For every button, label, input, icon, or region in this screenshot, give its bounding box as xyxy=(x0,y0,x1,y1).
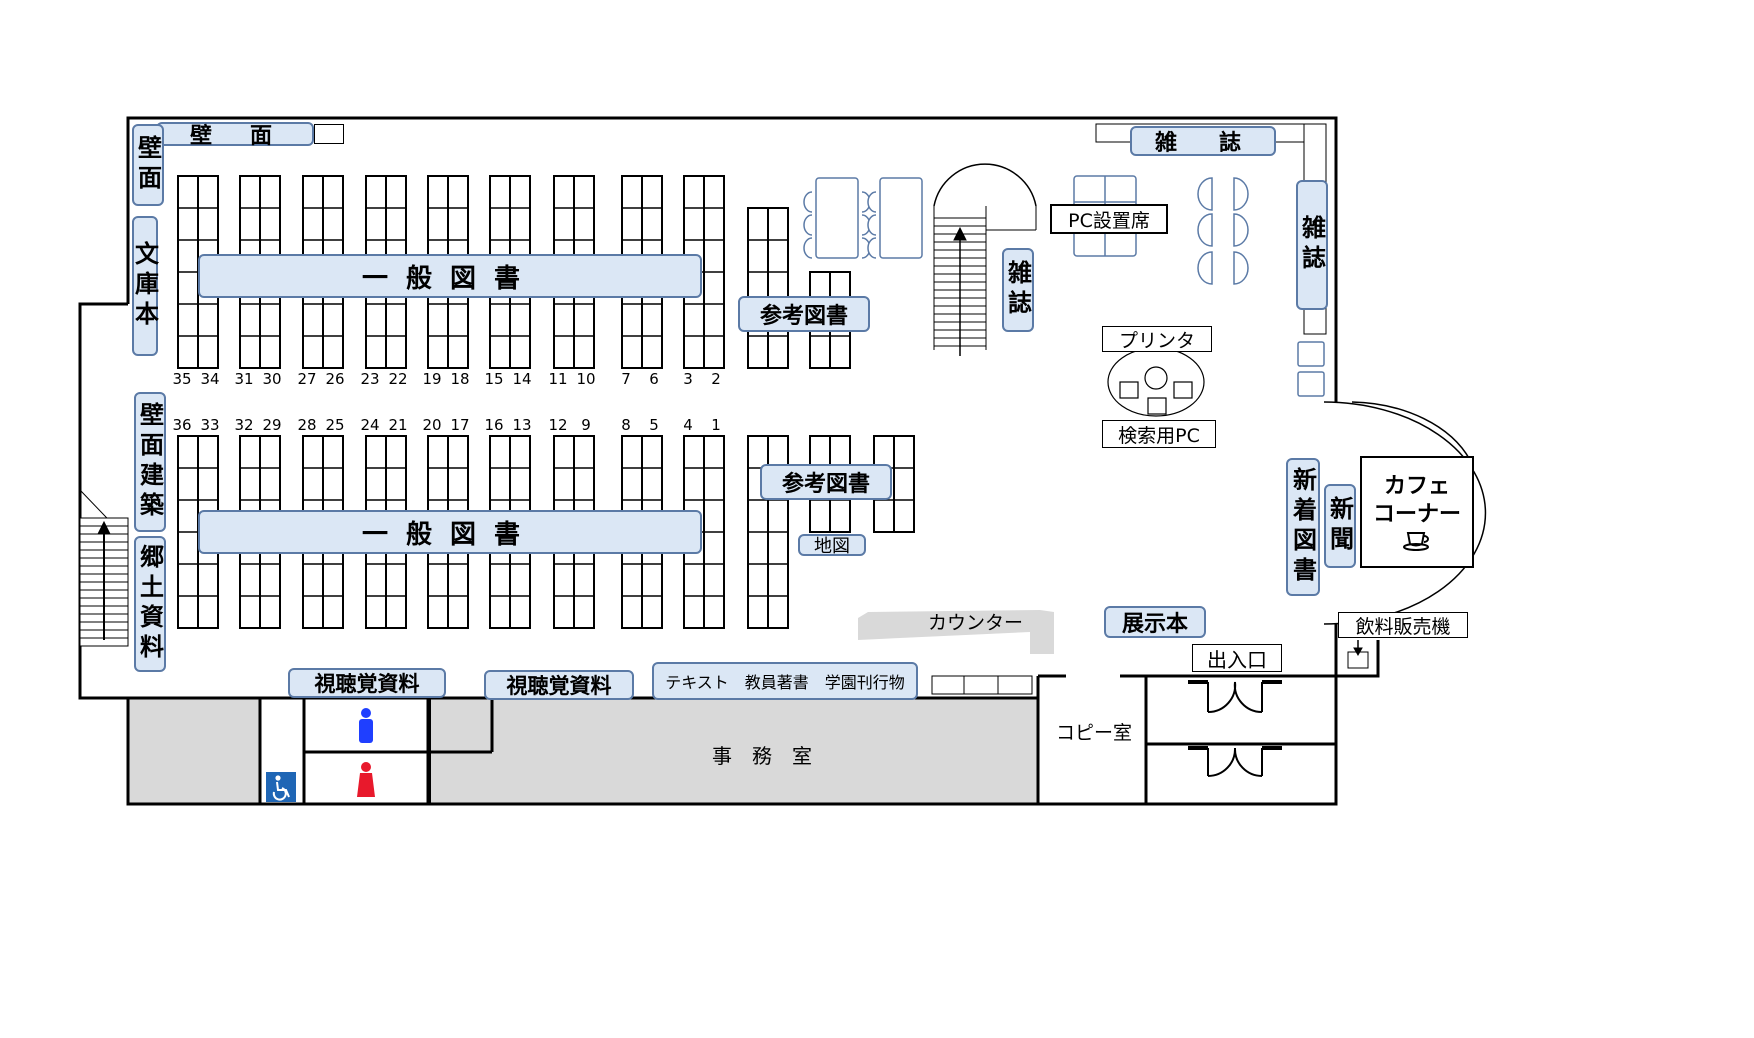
printer-label: プリンタ xyxy=(1102,326,1212,352)
left-staircase xyxy=(79,489,129,647)
office-label: 事 務 室 xyxy=(712,744,812,768)
shelf-number: 7 xyxy=(621,370,631,388)
counter xyxy=(858,610,1054,654)
accessible-toilet-icon xyxy=(266,772,296,802)
textbooks-label: テキスト 教員著書 学園刊行物 xyxy=(652,662,918,700)
shelf-number: 6 xyxy=(649,370,659,388)
av-materials-2-label: 視聴覚資料 xyxy=(484,670,634,700)
search-pc-label: 検索用PC xyxy=(1102,420,1216,448)
shelf-number: 13 xyxy=(512,416,532,434)
male-toilet-icon xyxy=(359,708,373,743)
wall-top-shelf xyxy=(314,124,344,144)
printer-area xyxy=(1107,347,1205,417)
cafe-corner: カフェ コーナー xyxy=(1360,456,1474,568)
small-racks xyxy=(931,640,1369,695)
shelf-number: 17 xyxy=(450,416,470,434)
shelf-number: 16 xyxy=(484,416,504,434)
shelf-number: 23 xyxy=(360,370,380,388)
shelf-number: 5 xyxy=(649,416,659,434)
newspapers-label: 新聞 xyxy=(1324,484,1356,568)
shelf-number: 19 xyxy=(422,370,442,388)
shelf-number: 35 xyxy=(172,370,192,388)
cafe-line-2: コーナー xyxy=(1372,502,1461,527)
shelf-number: 21 xyxy=(388,416,408,434)
magazine-stairs-label: 雑誌 xyxy=(1002,248,1034,332)
shelf-number: 1 xyxy=(711,416,721,434)
magazine-right-label: 雑誌 xyxy=(1296,180,1328,310)
shelf-number: 3 xyxy=(683,370,693,388)
shelf-number: 9 xyxy=(581,416,591,434)
shelf-number: 29 xyxy=(262,416,282,434)
shelf-number: 15 xyxy=(484,370,504,388)
shelf-number: 25 xyxy=(325,416,345,434)
shelf-number: 34 xyxy=(200,370,220,388)
wall-top-label: 壁 面 xyxy=(156,122,314,149)
new-books-label: 新着図書 xyxy=(1286,458,1320,596)
shelf-number: 2 xyxy=(711,370,721,388)
shelf-number: 12 xyxy=(548,416,568,434)
shelf-number: 20 xyxy=(422,416,442,434)
shelf-number: 18 xyxy=(450,370,470,388)
shelf-number: 8 xyxy=(621,416,631,434)
bookshelves xyxy=(177,175,915,629)
storage-area-left xyxy=(127,697,261,805)
shelf-number: 27 xyxy=(297,370,317,388)
bunkobon-label: 文庫本 xyxy=(131,216,159,356)
av-materials-1-label: 視聴覚資料 xyxy=(288,668,446,698)
shelf-number: 26 xyxy=(325,370,345,388)
entrance-label: 出入口 xyxy=(1192,644,1282,672)
shelf-number: 28 xyxy=(297,416,317,434)
wall-architecture-label: 壁面建築 xyxy=(134,392,166,532)
shelf-number: 24 xyxy=(360,416,380,434)
shelf-number: 32 xyxy=(234,416,254,434)
local-materials-label: 郷土資料 xyxy=(134,536,166,672)
magazine-top-label: 雑 誌 xyxy=(1130,126,1276,156)
shelf-number: 22 xyxy=(388,370,408,388)
pc-seats-label: PC設置席 xyxy=(1050,204,1168,234)
female-toilet-icon xyxy=(357,762,375,797)
shelf-number: 33 xyxy=(200,416,220,434)
reference-lower-label: 参考図書 xyxy=(760,464,892,500)
wall-left-top-label: 壁面 xyxy=(132,124,164,206)
office-area xyxy=(429,697,1039,805)
shelf-number: 10 xyxy=(576,370,596,388)
reference-shelf-upper-a xyxy=(747,207,789,369)
map-label: 地図 xyxy=(798,534,866,557)
copy-room-label: コピー室 xyxy=(1056,722,1133,744)
shelf-number: 31 xyxy=(234,370,254,388)
shelf-number: 36 xyxy=(172,416,192,434)
general-books-lower-label: 一般図書 xyxy=(198,510,702,554)
general-books-upper-label: 一般図書 xyxy=(198,254,702,298)
central-staircase xyxy=(933,163,1037,356)
shelf-number: 11 xyxy=(548,370,568,388)
counter-label: カウンター xyxy=(928,612,1024,634)
coffee-cup-icon xyxy=(1403,532,1429,551)
shelf-number: 14 xyxy=(512,370,532,388)
reference-upper-label: 参考図書 xyxy=(738,296,870,332)
shelf-number: 4 xyxy=(683,416,693,434)
vending-label: 飲料販売機 xyxy=(1338,612,1468,638)
cafe-line-1: カフェ xyxy=(1383,474,1450,499)
entrance-doors xyxy=(1188,680,1282,777)
staff-areas xyxy=(127,697,1039,805)
exhibit-books-label: 展示本 xyxy=(1104,606,1206,638)
shelf-number: 30 xyxy=(262,370,282,388)
cafe-arc xyxy=(1323,401,1487,625)
